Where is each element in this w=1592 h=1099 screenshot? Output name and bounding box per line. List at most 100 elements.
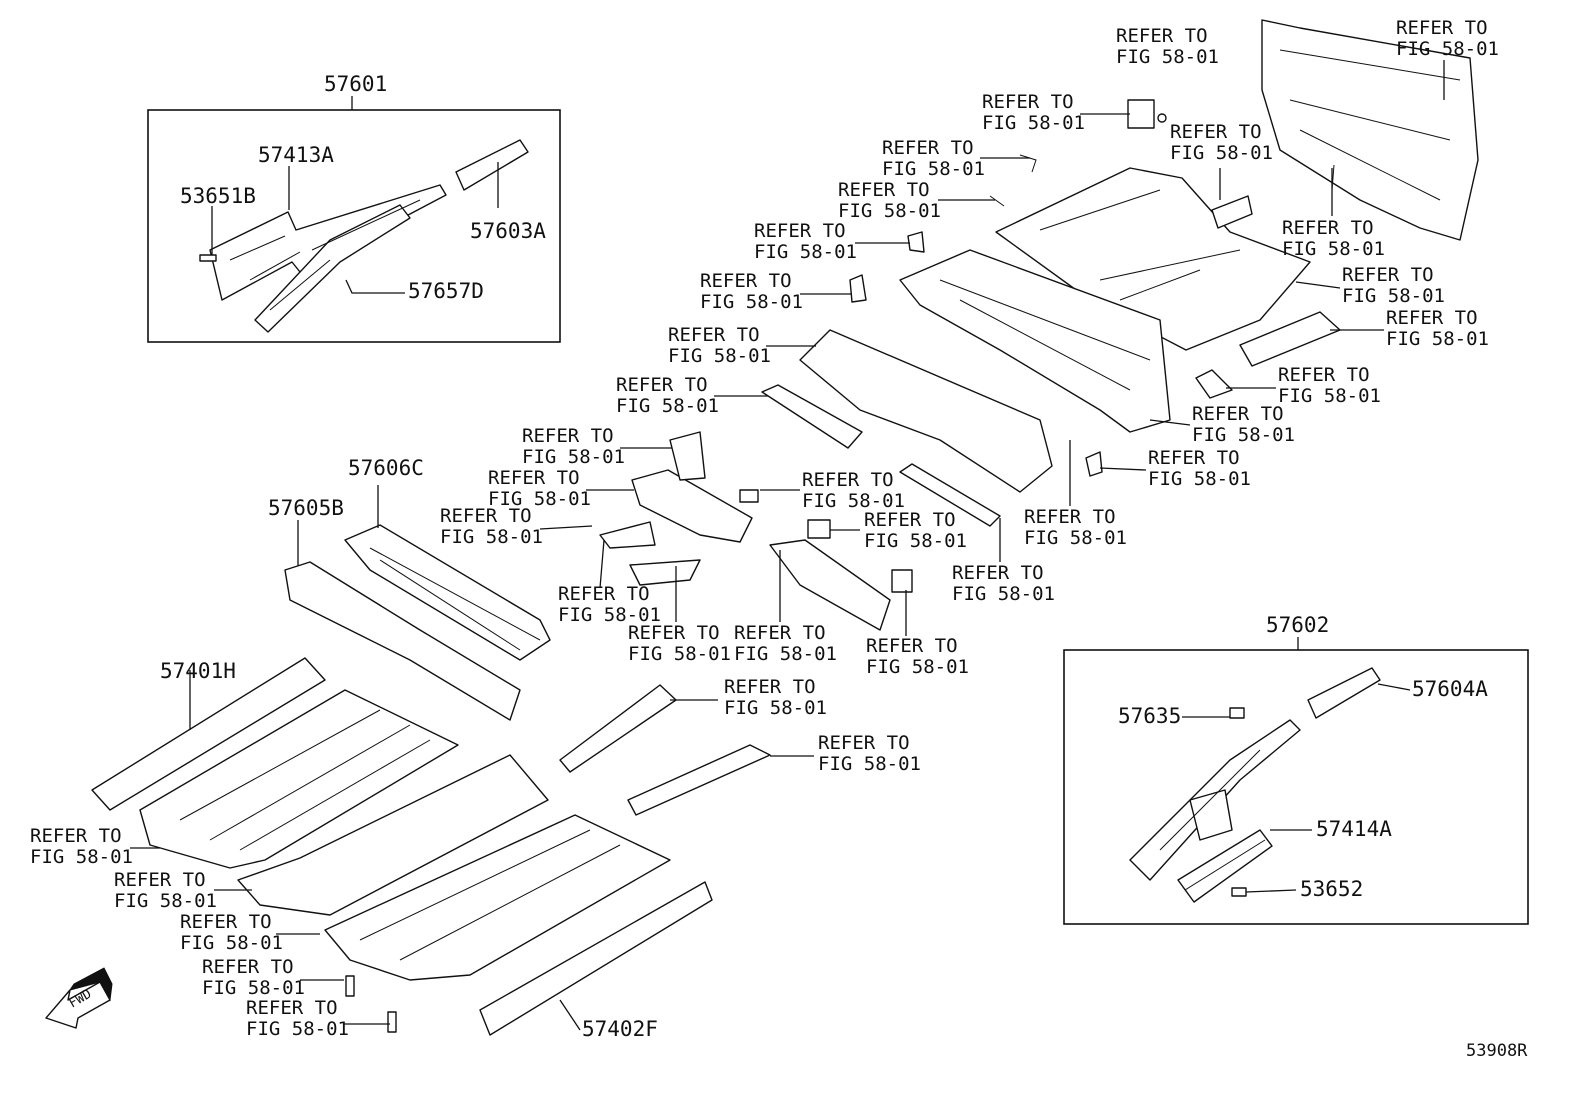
label-57401H: 57401H xyxy=(160,659,236,683)
refer-label-line2: FIG 58-01 xyxy=(734,643,837,665)
refer-label-line1: REFER TO xyxy=(440,505,532,527)
rear-crossmember-shape xyxy=(899,249,1171,433)
refer-label-line1: REFER TO xyxy=(1282,217,1374,239)
refer-label-line1: REFER TO xyxy=(724,676,816,698)
refer-label-line1: REFER TO xyxy=(982,91,1074,113)
refer-label-line2: FIG 58-01 xyxy=(246,1018,349,1040)
group-57602: 57602 xyxy=(1063,613,1529,925)
refer-label-line2: FIG 58-01 xyxy=(628,643,731,665)
refer-label-line2: FIG 58-01 xyxy=(616,395,719,417)
refer-label-line1: REFER TO xyxy=(558,583,650,605)
refer-label-line1: REFER TO xyxy=(180,911,272,933)
refer-label-line2: FIG 58-01 xyxy=(802,490,905,512)
group-57601-label: 57601 xyxy=(324,72,387,96)
refer-label-line1: REFER TO xyxy=(628,622,720,644)
part-57606C-shape xyxy=(344,524,551,661)
refer-label-line1: REFER TO xyxy=(866,635,958,657)
group-57601: 57601 xyxy=(147,72,561,343)
refer-label-line1: REFER TO xyxy=(1192,403,1284,425)
refer-label-line2: FIG 58-01 xyxy=(1278,385,1381,407)
center-tunnel-shape xyxy=(237,754,549,916)
seat-crossmember-shape xyxy=(799,329,1053,493)
refer-label-line1: REFER TO xyxy=(952,562,1044,584)
refer-label-line2: FIG 58-01 xyxy=(1116,46,1219,68)
refer-label-line1: REFER TO xyxy=(754,220,846,242)
label-57605B: 57605B xyxy=(268,496,344,520)
leader-lines xyxy=(130,60,1445,1031)
refer-label-line1: REFER TO xyxy=(246,997,338,1019)
refer-label-line1: REFER TO xyxy=(522,425,614,447)
label-57604A: 57604A xyxy=(1412,677,1488,701)
fwd-arrow-icon: FWD xyxy=(45,967,113,1029)
part-57603A-shape xyxy=(455,139,529,191)
refer-label-line1: REFER TO xyxy=(488,467,580,489)
refer-label-line2: FIG 58-01 xyxy=(838,200,941,222)
refer-label-line2: FIG 58-01 xyxy=(30,846,133,868)
refer-label-line2: FIG 58-01 xyxy=(754,241,857,263)
refer-label-line2: FIG 58-01 xyxy=(1386,328,1489,350)
refer-label-line1: REFER TO xyxy=(864,509,956,531)
refer-label-line2: FIG 58-01 xyxy=(488,488,591,510)
refer-label-line2: FIG 58-01 xyxy=(1170,142,1273,164)
label-53651B: 53651B xyxy=(180,184,256,208)
refer-label-line2: FIG 58-01 xyxy=(982,112,1085,134)
refer-label-line1: REFER TO xyxy=(616,374,708,396)
label-57635: 57635 xyxy=(1118,704,1181,728)
refer-label-line2: FIG 58-01 xyxy=(1192,424,1295,446)
label-57657D: 57657D xyxy=(408,279,484,303)
refer-label-line1: REFER TO xyxy=(202,956,294,978)
refer-label-line2: FIG 58-01 xyxy=(1282,238,1385,260)
refer-label-line1: REFER TO xyxy=(734,622,826,644)
refer-label-line1: REFER TO xyxy=(1278,364,1370,386)
refer-label-line2: FIG 58-01 xyxy=(700,291,803,313)
refer-label-line2: FIG 58-01 xyxy=(1342,285,1445,307)
label-57402F: 57402F xyxy=(582,1017,658,1041)
refer-label-line2: FIG 58-01 xyxy=(866,656,969,678)
refer-label-line1: REFER TO xyxy=(1024,506,1116,528)
refer-label-line1: REFER TO xyxy=(1342,264,1434,286)
refer-label-line2: FIG 58-01 xyxy=(818,753,921,775)
part-57414A-shape xyxy=(1177,829,1273,903)
refer-label-line1: REFER TO xyxy=(818,732,910,754)
refer-label-line1: REFER TO xyxy=(1148,447,1240,469)
refer-label-line2: FIG 58-01 xyxy=(724,697,827,719)
refer-label-line1: REFER TO xyxy=(700,270,792,292)
refer-label-line2: FIG 58-01 xyxy=(882,158,985,180)
refer-label-line1: REFER TO xyxy=(882,137,974,159)
rear-panel-shape xyxy=(1261,19,1479,241)
refer-label-line2: FIG 58-01 xyxy=(1396,38,1499,60)
part-57401H-shape xyxy=(91,657,326,811)
rear-floor-front-shape xyxy=(324,814,671,981)
label-57606C: 57606C xyxy=(348,456,424,480)
label-57603A: 57603A xyxy=(470,219,546,243)
part-57604A-shape xyxy=(1307,667,1381,719)
refer-label-line1: REFER TO xyxy=(114,869,206,891)
refer-label-line2: FIG 58-01 xyxy=(1024,527,1127,549)
body-panels xyxy=(91,19,1479,1036)
refer-label-line2: FIG 58-01 xyxy=(440,526,543,548)
refer-label-line1: REFER TO xyxy=(30,825,122,847)
label-53652: 53652 xyxy=(1300,877,1363,901)
